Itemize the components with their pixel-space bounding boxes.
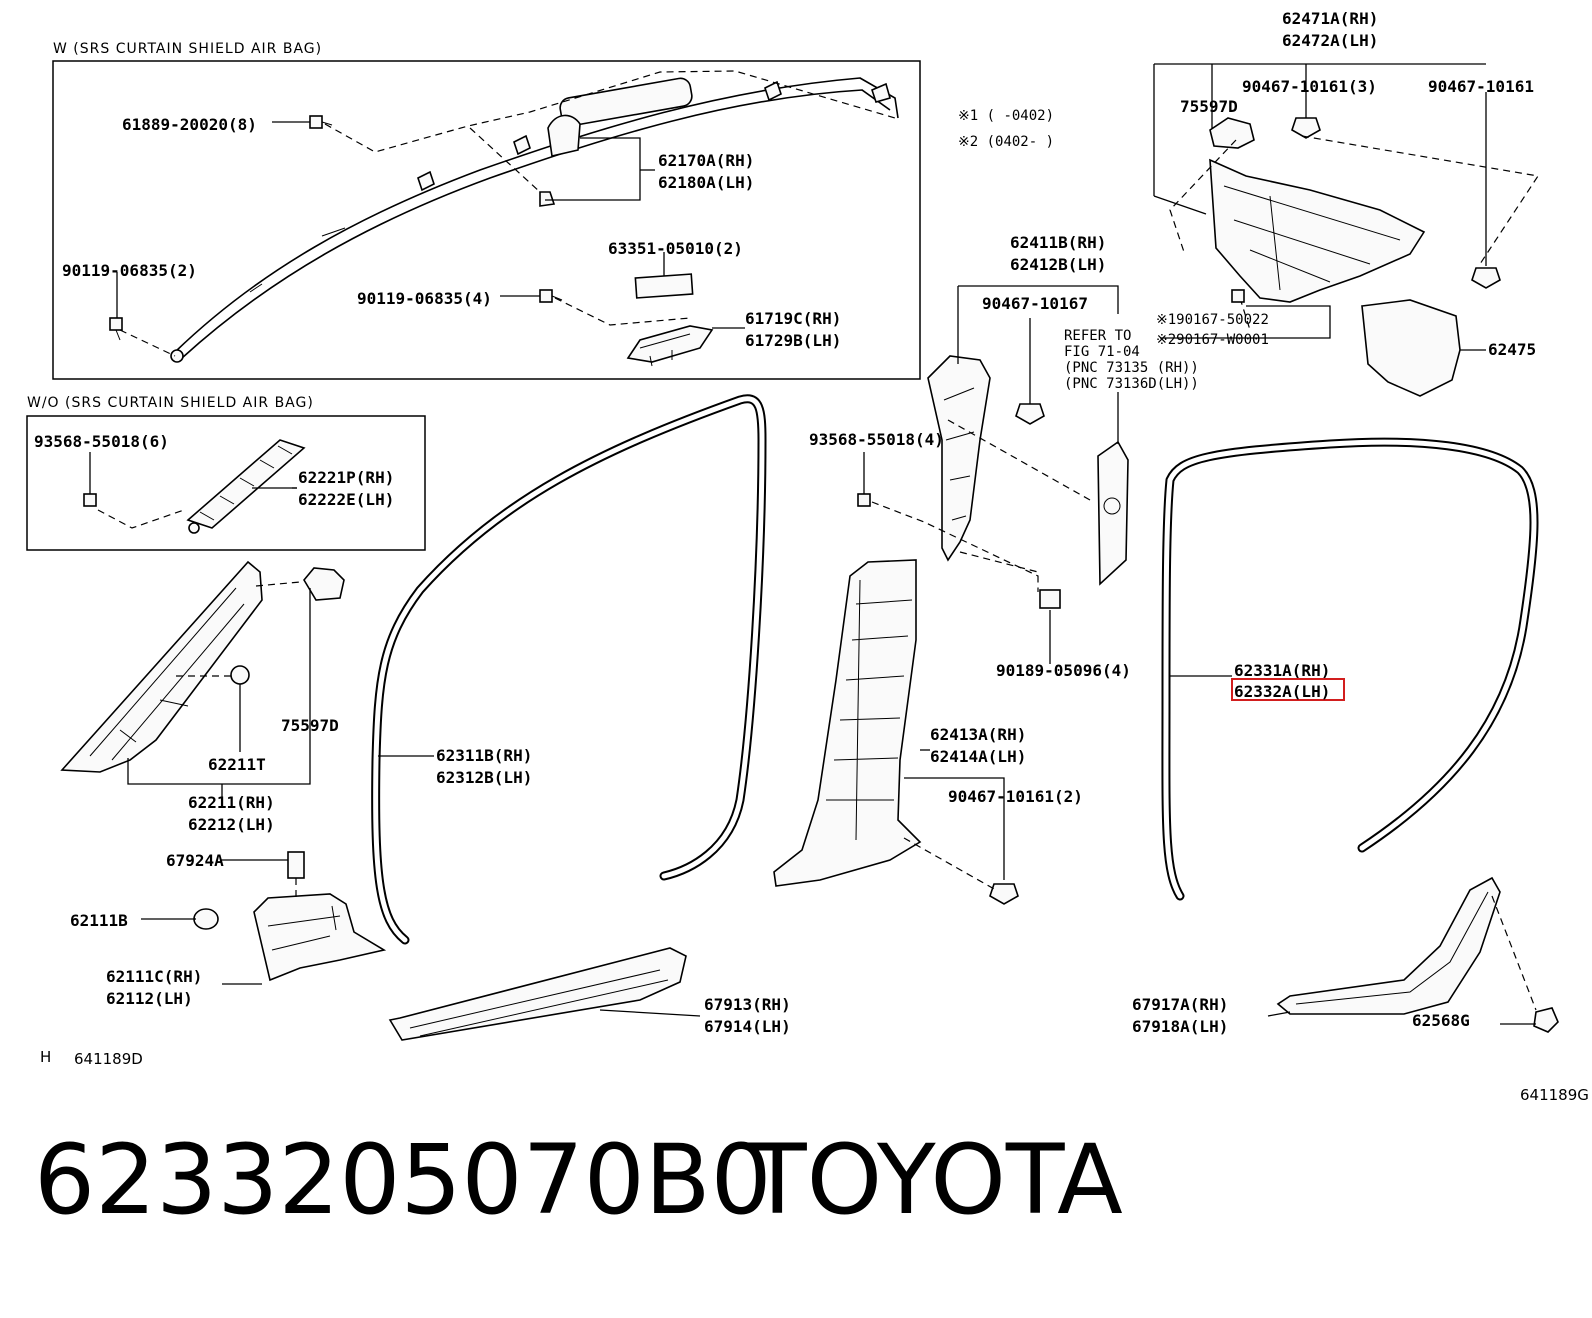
bolt-90119-4 — [500, 289, 563, 303]
seatbelt-anchor-cover — [1097, 392, 1129, 586]
diagram-id-right: 641189G — [1520, 1086, 1589, 1104]
label-61719c: 61719C(RH) — [745, 309, 841, 328]
label-93568-55018-6: 93568-55018(6) — [34, 432, 169, 451]
label-62211t: 62211T — [208, 755, 266, 774]
diagram-id-left: 641189D — [74, 1050, 143, 1068]
label-61889-20020: 61889-20020(8) — [122, 115, 257, 134]
curtain-airbag-assembly — [170, 77, 899, 363]
label-62472a: 62472A(LH) — [1282, 31, 1378, 50]
front-door-weatherstrip — [371, 394, 767, 945]
label-62211: 62211(RH) — [188, 793, 275, 812]
refer-line-1: REFER TO — [1064, 328, 1131, 344]
label-62170a: 62170A(RH) — [658, 151, 754, 170]
label-90167-w0001: ※290167-W0001 — [1156, 332, 1269, 348]
label-62331a: 62331A(RH) — [1234, 661, 1330, 680]
panel-62475 — [1361, 299, 1486, 397]
refer-line-4: (PNC 73136D(LH)) — [1064, 376, 1199, 392]
label-62180a: 62180A(LH) — [658, 173, 754, 192]
label-62221p: 62221P(RH) — [298, 468, 394, 487]
label-62471a: 62471A(RH) — [1282, 9, 1378, 28]
label-90189-05096: 90189-05096(4) — [996, 661, 1131, 680]
label-90467-10161: 90467-10161 — [1428, 77, 1534, 96]
bolt-90119-2 — [109, 272, 123, 341]
center-pillar-upper — [927, 285, 1119, 664]
label-62111c: 62111C(RH) — [106, 967, 202, 986]
label-90119-06835-4: 90119-06835(4) — [357, 289, 492, 308]
refer-line-3: (PNC 73135 (RH)) — [1064, 360, 1199, 376]
label-63351-05010: 63351-05010(2) — [608, 239, 743, 258]
label-62222e: 62222E(LH) — [298, 490, 394, 509]
center-pillar-lower — [773, 559, 1019, 905]
label-62475: 62475 — [1488, 340, 1536, 359]
cowl-side-trim — [141, 851, 387, 985]
screw-93568-4 — [857, 452, 1039, 577]
label-67918a: 67918A(LH) — [1132, 1017, 1228, 1036]
label-90467-10161-2: 90467-10161(2) — [948, 787, 1083, 806]
label-93568-55018-4: 93568-55018(4) — [809, 430, 944, 449]
bolt-61889 — [272, 115, 333, 129]
label-62413a: 62413A(RH) — [930, 725, 1026, 744]
label-62412b: 62412B(LH) — [1010, 255, 1106, 274]
label-62311b: 62311B(RH) — [436, 746, 532, 765]
rear-scuff-plate — [1267, 876, 1559, 1033]
label-90467-10167: 90467-10167 — [982, 294, 1088, 313]
brand-name: TOYOTA — [748, 1124, 1123, 1236]
label-67913: 67913(RH) — [704, 995, 791, 1014]
highlighted-part-box — [1231, 678, 1345, 701]
no-airbag-box-title: W/O (SRS CURTAIN SHIELD AIR BAG) — [27, 395, 314, 411]
label-62111b: 62111B — [70, 911, 128, 930]
label-62411b: 62411B(RH) — [1010, 233, 1106, 252]
label-62112: 62112(LH) — [106, 989, 193, 1008]
part-number-title: 6233205070B0 — [34, 1124, 772, 1236]
foam-pad-63351 — [634, 273, 694, 299]
label-62568g: 62568G — [1412, 1011, 1470, 1030]
label-62332a: 62332A(LH) — [1234, 682, 1330, 701]
front-scuff-plate — [388, 947, 701, 1041]
label-62212: 62212(LH) — [188, 815, 275, 834]
refer-line-2: FIG 71-04 — [1064, 344, 1140, 360]
quarter-trim — [1153, 63, 1540, 339]
clip-strip-62221p — [186, 439, 306, 534]
label-67914: 67914(LH) — [704, 1017, 791, 1036]
label-62414a: 62414A(LH) — [930, 747, 1026, 766]
airbag-box-title: W (SRS CURTAIN SHIELD AIR BAG) — [53, 41, 322, 57]
label-75597d-right: 75597D — [1180, 97, 1238, 116]
bracket-61719c — [626, 325, 745, 367]
label-90467-10161-3: 90467-10161(3) — [1242, 77, 1377, 96]
diagram-id-prefix: H — [40, 1048, 51, 1066]
label-62312b: 62312B(LH) — [436, 768, 532, 787]
airbag-box: W (SRS CURTAIN SHIELD AIR BAG) — [52, 41, 921, 380]
label-90167-50022: ※190167-50022 — [1156, 312, 1269, 328]
label-75597d-left: 75597D — [281, 716, 339, 735]
note-1: ※1 ( -0402) — [958, 108, 1054, 124]
label-90119-06835-2: 90119-06835(2) — [62, 261, 197, 280]
label-67917a: 67917A(RH) — [1132, 995, 1228, 1014]
label-61729b: 61729B(LH) — [745, 331, 841, 350]
label-67924a: 67924A — [166, 851, 224, 870]
no-airbag-box: W/O (SRS CURTAIN SHIELD AIR BAG) 93568-5… — [26, 395, 426, 551]
rear-door-weatherstrip — [1161, 437, 1539, 901]
a-pillar-garnish — [60, 560, 345, 798]
screw-93568-6 — [83, 452, 97, 507]
note-2: ※2 (0402- ) — [958, 134, 1054, 150]
